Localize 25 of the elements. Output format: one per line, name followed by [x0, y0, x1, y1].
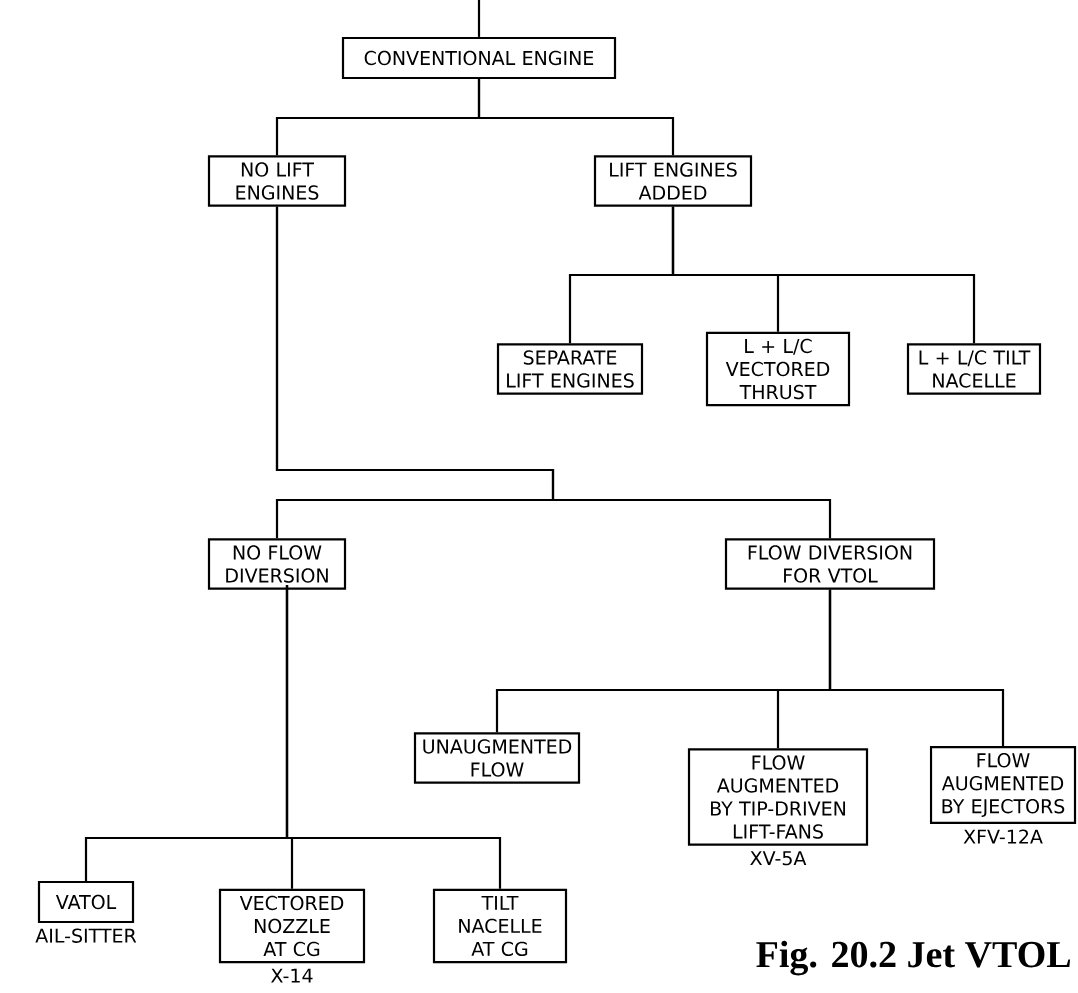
- category-box: NO FLOW DIVERSION: [207, 538, 347, 590]
- connector-line: [477, 79, 675, 156]
- category-box: UNAUGMENTED FLOW: [413, 732, 581, 784]
- connector-line: [285, 585, 502, 889]
- category-box: NO LIFT ENGINES: [207, 155, 347, 207]
- aircraft-label: XV-5A: [750, 851, 807, 866]
- aircraft-label: XFV-12A: [963, 829, 1043, 844]
- aircraft-label: AIL-SITTER: [35, 928, 137, 943]
- connector-line: [828, 589, 1005, 746]
- category-box: LIFT ENGINES ADDED: [593, 155, 753, 207]
- category-box: VATOL: [37, 880, 135, 924]
- category-box: CONVENTIONAL ENGINE: [341, 36, 617, 80]
- category-box: TILT NACELLE AT CG: [432, 888, 568, 964]
- category-box: SEPARATE LIFT ENGINES: [496, 343, 644, 395]
- connector-line: [275, 206, 832, 539]
- figure-caption: Fig. 20.2 Jet VTOL: [756, 940, 1071, 976]
- category-box: L + L/C TILT NACELLE: [906, 343, 1042, 395]
- connector-line: [477, 0, 481, 37]
- category-box: FLOW AUGMENTED BY TIP-DRIVEN LIFT-FANS: [687, 748, 869, 846]
- connector-line: [671, 206, 976, 344]
- category-box: VECTORED NOZZLE AT CG: [218, 888, 366, 964]
- category-box: L + L/C VECTORED THRUST: [705, 331, 851, 407]
- category-box: FLOW AUGMENTED BY EJECTORS: [929, 745, 1077, 825]
- category-box: FLOW DIVERSION FOR VTOL: [724, 538, 936, 590]
- aircraft-label: X-14: [271, 968, 313, 983]
